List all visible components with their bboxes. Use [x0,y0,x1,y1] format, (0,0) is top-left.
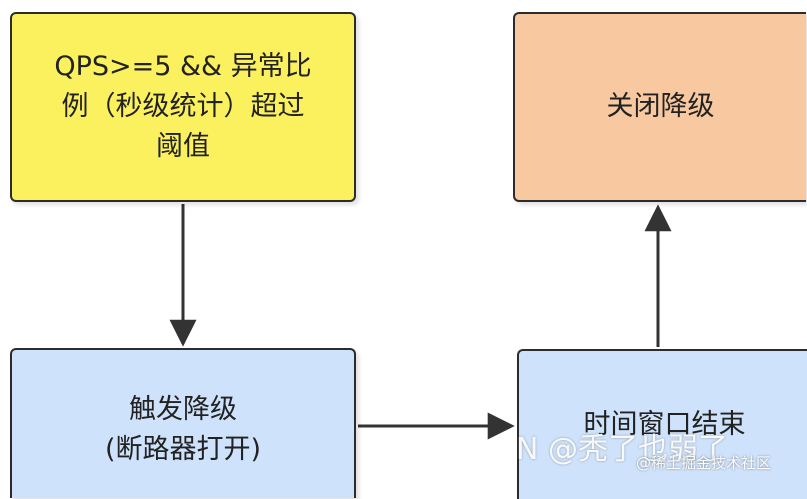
node-window-end: 时间窗口结束 [517,349,807,499]
node-trigger: 触发降级 (断路器打开) [10,348,356,498]
edges-layer [169,204,672,440]
node-trigger-line-2: (断路器打开) [104,434,262,465]
node-threshold-line-3: 阈值 [156,131,210,162]
node-threshold: QPS>=5 && 异常比 例（秒级统计）超过 阈值 [10,12,356,202]
node-close: 关闭降级 [513,12,806,202]
node-window-end-label: 时间窗口结束 [583,409,746,440]
node-close-label: 关闭降级 [606,91,715,122]
node-threshold-line-2: 例（秒级统计）超过 [61,91,305,122]
node-trigger-line-1: 触发降级 [129,394,237,425]
node-threshold-line-1: QPS>=5 && 异常比 [54,51,312,82]
